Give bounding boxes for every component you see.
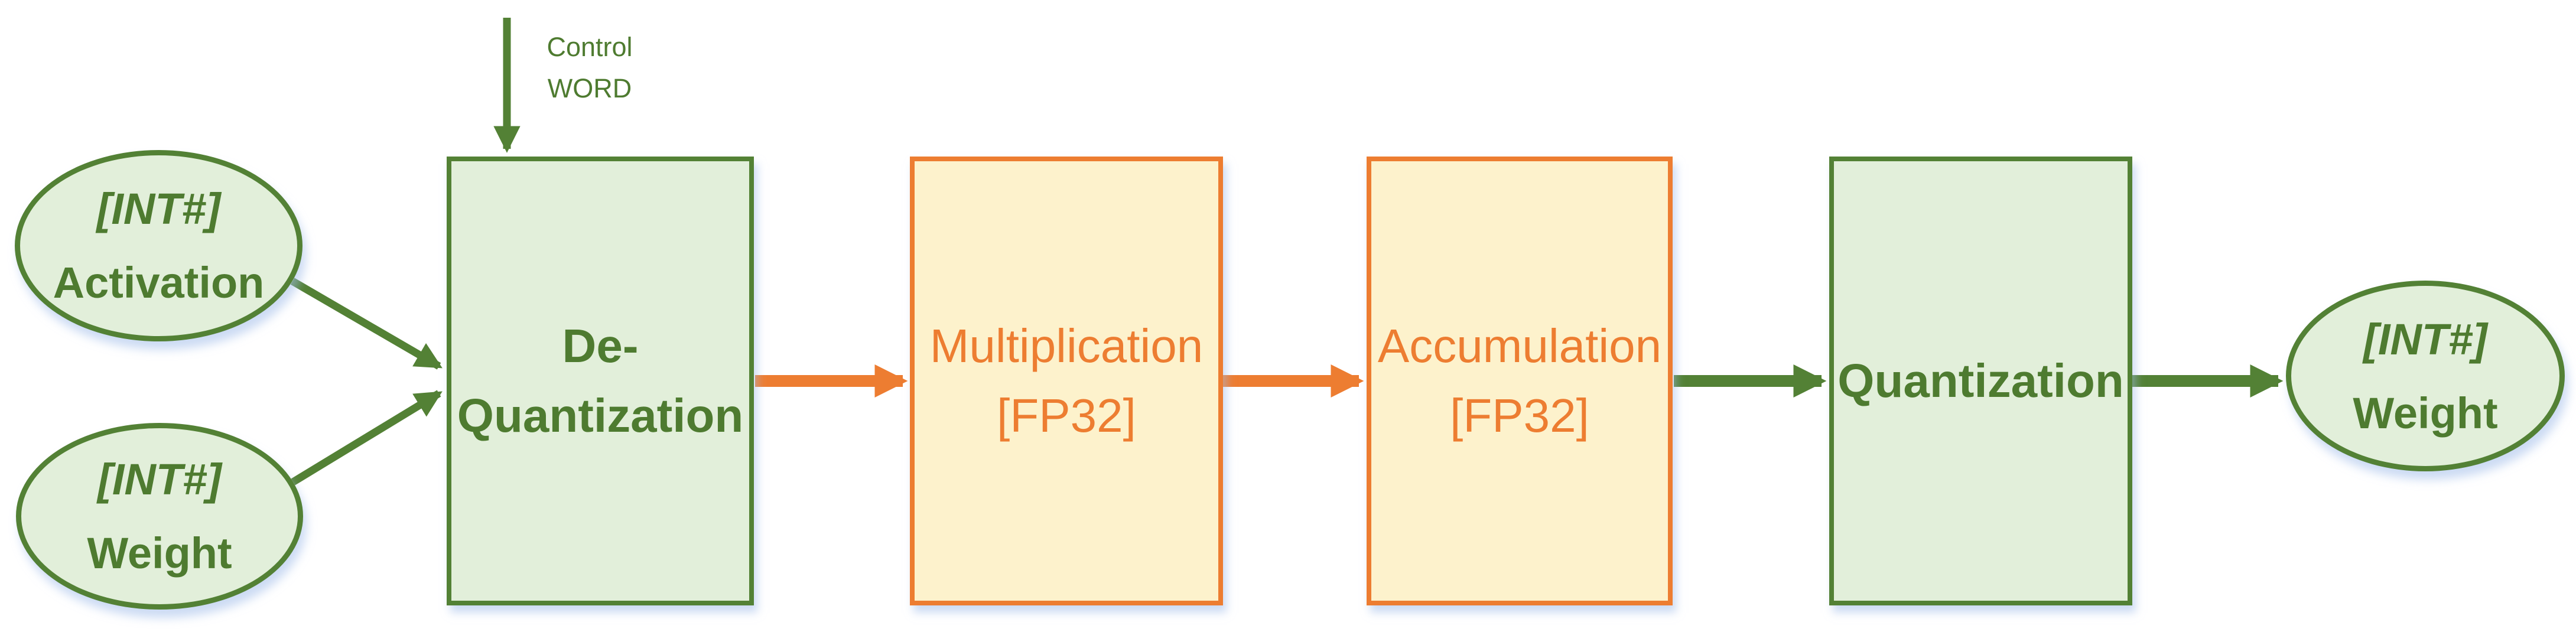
accumulation-label: Accumulation <box>1377 320 1662 372</box>
dequantization-label-line2: Quantization <box>457 389 744 442</box>
dequantization-label-line1: De- <box>562 320 639 372</box>
weight-output-label: Weight <box>2353 388 2498 438</box>
activation-input-label: Activation <box>53 258 265 307</box>
node-activation-input: [INT#] Activation <box>15 150 303 341</box>
control-word-label: Control WORD <box>507 27 672 109</box>
multiplication-label: Multiplication <box>929 320 1204 372</box>
node-weight-output: [INT#] Weight <box>2286 281 2565 471</box>
node-weight-input: [INT#] Weight <box>16 423 303 610</box>
multiplication-format-label: [FP32] <box>997 389 1136 442</box>
control-word-line2: WORD <box>547 73 632 103</box>
weight-output-format-label: [INT#] <box>2363 314 2487 364</box>
node-quantization: Quantization <box>1829 157 2132 605</box>
quantization-label: Quantization <box>1837 354 2124 407</box>
arrow-weight-to-dequantization <box>291 390 443 486</box>
node-dequantization: De- Quantization <box>447 157 754 605</box>
weight-input-label: Weight <box>87 529 232 578</box>
node-multiplication: Multiplication [FP32] <box>910 157 1223 605</box>
control-word-line1: Control <box>547 32 633 62</box>
arrow-activation-to-dequantization <box>290 278 443 370</box>
node-accumulation: Accumulation [FP32] <box>1367 157 1673 605</box>
activation-input-format-label: [INT#] <box>96 184 221 233</box>
weight-input-format-label: [INT#] <box>97 455 222 504</box>
accumulation-format-label: [FP32] <box>1450 389 1589 442</box>
